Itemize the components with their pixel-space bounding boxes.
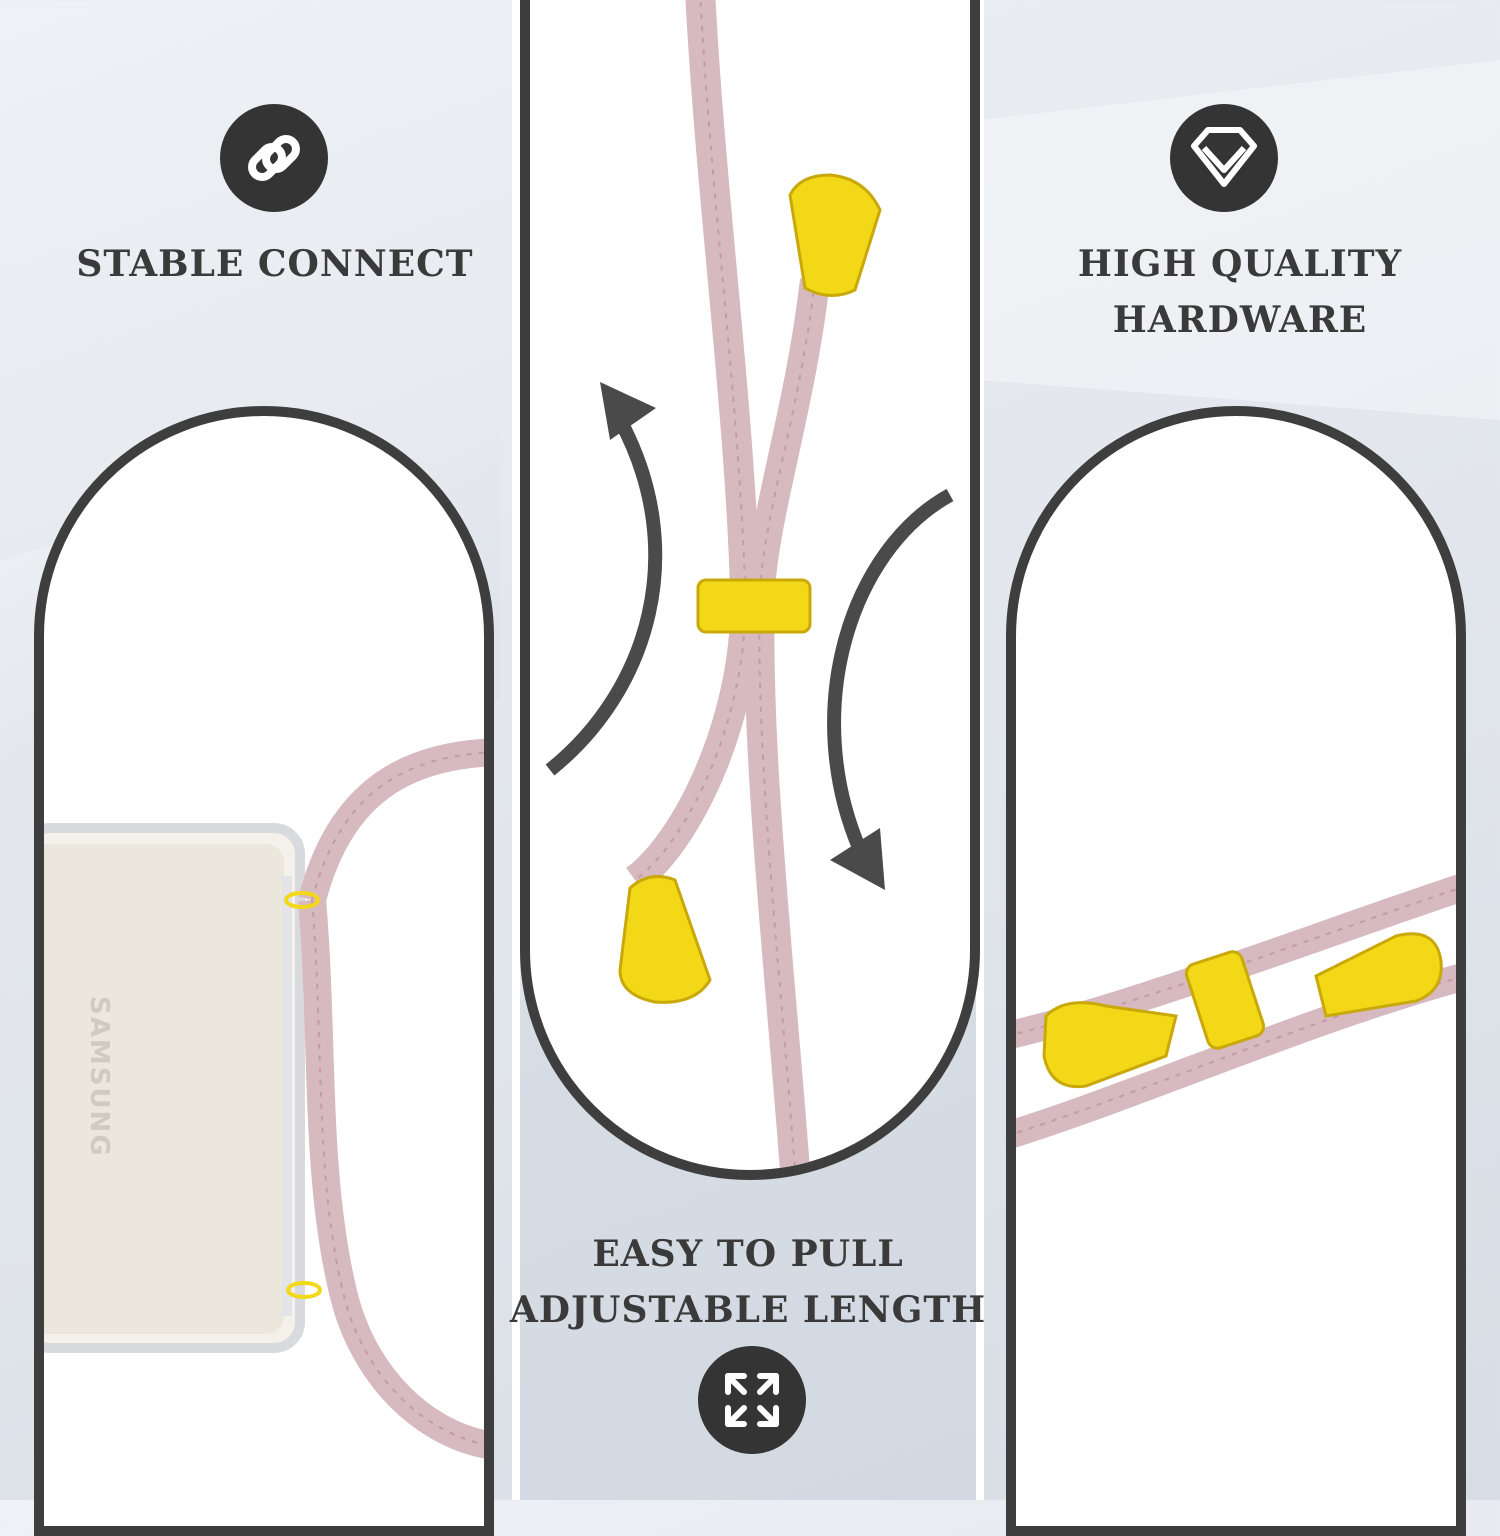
adjustable-cord-panel: [520, 0, 980, 1180]
phone-case-panel: SAMSUNG: [34, 406, 494, 1536]
column-divider-left: [512, 0, 520, 1500]
diamond-icon: [1170, 104, 1278, 212]
link-icon: [220, 104, 328, 212]
stable-connect-heading: STABLE CONNECT: [76, 243, 474, 285]
adjustable-length-heading: ADJUSTABLE LENGTH: [509, 1289, 987, 1331]
high-quality-heading: HIGH QUALITY: [1077, 243, 1403, 285]
expand-arrows-icon: [698, 1346, 806, 1454]
hardware-heading: HARDWARE: [1112, 299, 1368, 341]
column-divider-right: [976, 0, 984, 1500]
samsung-logo: SAMSUNG: [84, 996, 114, 1158]
easy-to-pull-heading: EASY TO PULL: [592, 1233, 904, 1275]
hardware-detail-panel: [1006, 406, 1466, 1536]
